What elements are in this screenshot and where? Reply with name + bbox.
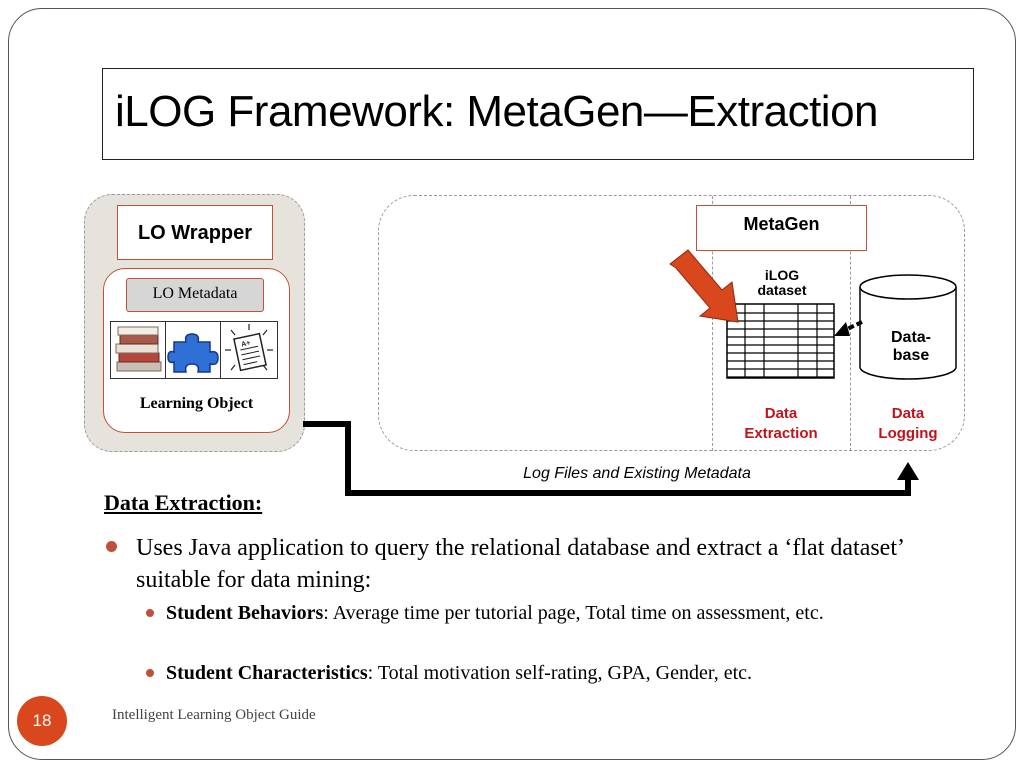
metagen-label: MetaGen xyxy=(743,214,820,234)
data-logging-label: Data Logging xyxy=(862,404,954,444)
sub-bullet-bold: Student Characteristics xyxy=(166,662,368,684)
lo-metadata-box: LO Metadata xyxy=(126,278,264,312)
ilog-dataset-label: iLOG dataset xyxy=(735,268,829,298)
bullet-marker xyxy=(106,541,117,552)
data-extraction-label: Data Extraction xyxy=(725,404,837,444)
title-bold-part: iLOG Framework: xyxy=(115,87,455,136)
title-rest-part: MetaGen—Extraction xyxy=(454,87,879,136)
database-label: Data- base xyxy=(870,329,952,365)
svg-text:A+: A+ xyxy=(241,340,251,349)
database-line2: base xyxy=(892,347,930,364)
lo-wrapper-label: LO Wrapper xyxy=(137,222,253,244)
ilog-dataset-line2: dataset xyxy=(757,282,807,298)
sub-bullet-text: : Average time per tutorial page, Total … xyxy=(323,602,824,624)
extraction-line2: Extraction xyxy=(744,425,818,442)
learning-object-icon-strip: A+ xyxy=(110,321,278,379)
learning-object-label: Learning Object xyxy=(139,395,254,412)
ilog-dataset-line1: iLOG xyxy=(764,267,800,283)
slide-title: iLOG Framework: MetaGen—Extraction xyxy=(115,87,879,137)
extraction-line1: Data xyxy=(764,405,798,422)
footer-text: Intelligent Learning Object Guide xyxy=(112,707,316,723)
sub-bullet-student-behaviors: Student Behaviors: Average time per tuto… xyxy=(166,600,926,626)
panel-divider-extraction xyxy=(712,196,713,451)
graded-paper-icon: A+ xyxy=(221,322,277,378)
page-number-badge: 18 xyxy=(17,696,67,746)
logging-line1: Data xyxy=(891,405,925,422)
sub-bullet-text: : Total motivation self-rating, GPA, Gen… xyxy=(367,662,753,684)
sub-bullet-marker xyxy=(146,669,154,677)
sub-bullet-marker xyxy=(146,609,154,617)
section-heading: Data Extraction: xyxy=(104,490,263,515)
lo-metadata-label: LO Metadata xyxy=(152,285,238,302)
title-box: iLOG Framework: MetaGen—Extraction xyxy=(102,68,974,160)
lo-wrapper-label-box: LO Wrapper xyxy=(117,205,273,260)
logging-line2: Logging xyxy=(878,425,938,442)
books-icon xyxy=(111,322,166,378)
metagen-label-box: MetaGen xyxy=(696,205,867,251)
main-bullet: Uses Java application to query the relat… xyxy=(136,535,904,593)
sub-bullet-student-characteristics: Student Characteristics: Total motivatio… xyxy=(166,660,926,686)
puzzle-piece-icon xyxy=(166,322,221,378)
log-files-label: Log Files and Existing Metadata xyxy=(523,465,751,482)
database-line1: Data- xyxy=(890,329,931,346)
sub-bullet-bold: Student Behaviors xyxy=(166,602,324,624)
